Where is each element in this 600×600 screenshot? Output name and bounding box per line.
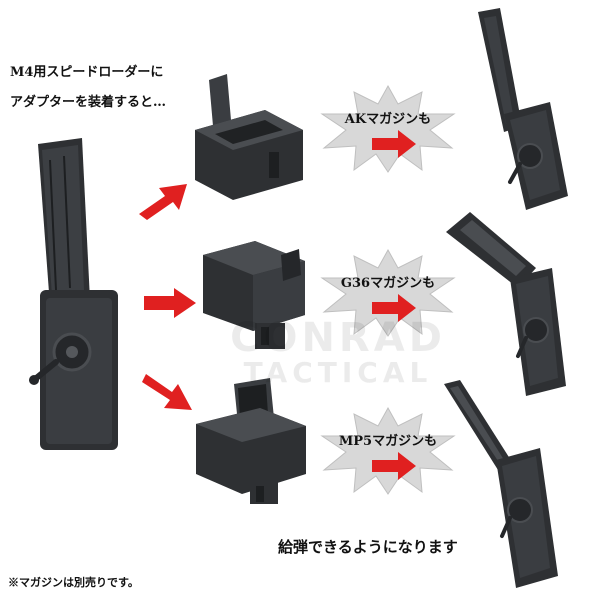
watermark-line-2: TACTICAL — [243, 356, 433, 389]
callout-label-g36: G36マガジンも — [340, 276, 436, 291]
burst-shape-ak — [320, 84, 456, 173]
watermark-line-1: CONRAD — [230, 315, 446, 361]
callout-ak: AKマガジンも — [318, 84, 458, 174]
callout-g36: G36マガジンも — [318, 248, 458, 338]
callout-mp5: MP5マガジンも — [318, 406, 458, 496]
ak-adapter-image — [195, 74, 303, 200]
intro-line-1: M4用スピードローダーに — [10, 65, 164, 80]
arrow-to-mp5-adapter — [142, 374, 192, 410]
intro-line-2: アダプターを装着すると… — [10, 95, 167, 110]
arrow-to-ak-adapter — [139, 184, 187, 220]
loader-with-ak-magazine-image — [478, 8, 568, 210]
burst-shape-g36 — [320, 248, 456, 337]
intro-text: M4用スピードローダーに アダプターを装着すると… — [10, 58, 180, 118]
m4-speed-loader-image — [29, 138, 118, 450]
g36-adapter-image — [203, 241, 305, 349]
burst-shape-mp5 — [320, 406, 456, 495]
loader-with-mp5-magazine-image — [444, 380, 558, 588]
loader-with-g36-magazine-image — [446, 212, 566, 396]
arrow-to-g36-adapter — [144, 288, 196, 318]
callout-label-mp5: MP5マガジンも — [338, 434, 438, 449]
callout-label-ak: AKマガジンも — [344, 112, 432, 127]
footnote: ※マガジンは別売りです。 — [8, 576, 139, 589]
mp5-adapter-image — [196, 378, 306, 504]
watermark-logo: CONRAD TACTICAL — [228, 318, 448, 388]
result-text: 給弾できるようになります — [278, 538, 458, 556]
